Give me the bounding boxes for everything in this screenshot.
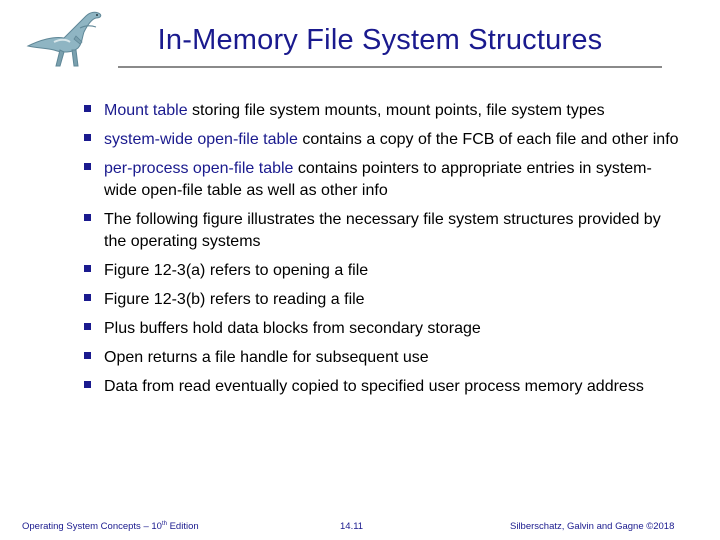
footer-copyright: Silberschatz, Galvin and Gagne ©2018	[510, 521, 675, 532]
square-bullet-icon	[84, 134, 91, 141]
bullet-item: Plus buffers hold data blocks from secon…	[84, 318, 684, 340]
bullet-text: contains pointers to appropriate entries…	[104, 160, 652, 199]
bullet-text: The following figure illustrates the nec…	[104, 211, 661, 250]
bullet-text: storing file system mounts, mount points…	[187, 102, 605, 119]
square-bullet-icon	[84, 323, 91, 330]
bullet-item: Data from read eventually copied to spec…	[84, 376, 684, 398]
footer-book-title: Operating System Concepts – 10th Edition	[22, 521, 199, 532]
bullet-list: Mount table storing file system mounts, …	[84, 100, 684, 405]
bullet-term: system-wide open-file table	[104, 131, 298, 148]
square-bullet-icon	[84, 105, 91, 112]
bullet-item: The following figure illustrates the nec…	[84, 209, 684, 253]
square-bullet-icon	[84, 214, 91, 221]
square-bullet-icon	[84, 265, 91, 272]
square-bullet-icon	[84, 381, 91, 388]
square-bullet-icon	[84, 163, 91, 170]
bullet-term: Mount table	[104, 102, 188, 119]
bullet-item: Mount table storing file system mounts, …	[84, 100, 684, 122]
bullet-text: Figure 12-3(a) refers to opening a file	[104, 262, 369, 279]
bullet-item: Figure 12-3(a) refers to opening a file	[84, 260, 684, 282]
bullet-item: Open returns a file handle for subsequen…	[84, 347, 684, 369]
footer-page-number: 14.11	[340, 521, 364, 532]
square-bullet-icon	[84, 352, 91, 359]
bullet-text: Data from read eventually copied to spec…	[104, 378, 644, 395]
bullet-item: system-wide open-file table contains a c…	[84, 129, 684, 151]
footer-book-prefix: Operating System Concepts – 10	[22, 521, 162, 533]
bullet-item: Figure 12-3(b) refers to reading a file	[84, 289, 684, 311]
bullet-text: Plus buffers hold data blocks from secon…	[104, 320, 481, 337]
footer-book-sup: th	[161, 521, 167, 527]
footer-book-suffix: Edition	[166, 521, 199, 533]
bullet-item: per-process open-file table contains poi…	[84, 158, 684, 202]
bullet-text: Figure 12-3(b) refers to reading a file	[104, 291, 365, 308]
bullet-text: Open returns a file handle for subsequen…	[104, 349, 429, 366]
dinosaur-logo-icon	[24, 6, 114, 72]
title-divider	[118, 66, 662, 68]
slide-title: In-Memory File System Structures	[157, 24, 603, 56]
square-bullet-icon	[84, 294, 91, 301]
bullet-text: contains a copy of the FCB of each file …	[297, 131, 679, 148]
bullet-term: per-process open-file table	[104, 160, 294, 177]
